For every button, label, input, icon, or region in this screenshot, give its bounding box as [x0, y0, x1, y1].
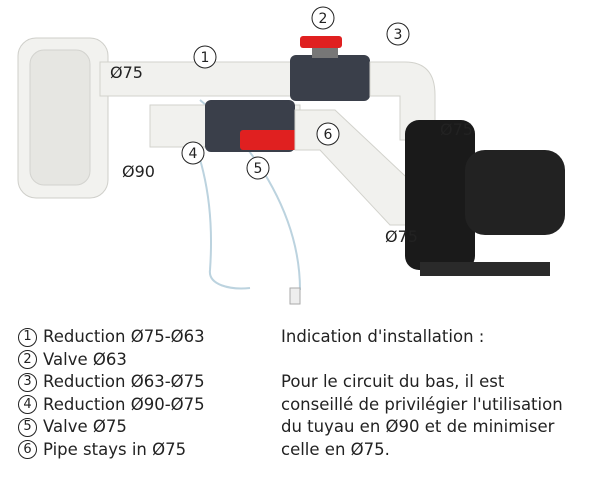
legend-text: Reduction Ø75-Ø63 [43, 327, 205, 346]
installation-note: Indication d'installation : Pour le circ… [281, 326, 563, 461]
diameter-label: Ø75 [110, 63, 143, 82]
svg-text:6: 6 [324, 127, 333, 143]
legend-text: Reduction Ø63-Ø75 [43, 372, 205, 391]
callout-1: 1 [193, 45, 217, 69]
callout-3: 3 [386, 22, 410, 46]
diameter-label: Ø75 [385, 227, 418, 246]
legend-number: 5 [18, 417, 37, 437]
legend-item: 3 Reduction Ø63-Ø75 [18, 371, 205, 394]
legend-number: 2 [18, 350, 37, 370]
product-illustration: 1 2 3 4 5 6 Ø75 Ø90 Ø75 Ø75 [17, 6, 565, 305]
pump-motor [465, 150, 565, 235]
legend-item: 5 Valve Ø75 [18, 416, 205, 439]
hose-fitting [289, 287, 301, 305]
legend-text: Valve Ø63 [43, 349, 127, 369]
svg-text:2: 2 [319, 11, 328, 27]
legend-text: Reduction Ø90-Ø75 [43, 394, 205, 414]
note-line: Pour le circuit du bas, il est [281, 372, 505, 391]
pump-housing [405, 120, 475, 270]
callout-5: 5 [246, 156, 270, 180]
svg-text:3: 3 [394, 27, 403, 43]
svg-text:1: 1 [201, 50, 210, 66]
diameter-label: Ø90 [122, 162, 155, 181]
pump-base [420, 262, 550, 276]
lower-valve-handle [240, 130, 300, 150]
skimmer-face [29, 49, 91, 186]
legend-item: 2 Valve Ø63 [18, 349, 205, 372]
note-title: Indication d'installation : [281, 327, 485, 346]
upper-valve-handle [300, 36, 342, 48]
note-line: celle en Ø75. [281, 439, 390, 459]
legend-item: 6 Pipe stays in Ø75 [18, 439, 205, 462]
legend-number: 4 [18, 395, 37, 415]
callout-2: 2 [311, 6, 335, 30]
callout-4: 4 [181, 141, 205, 165]
svg-text:5: 5 [254, 161, 263, 177]
note-line: du tuyau en Ø90 et de minimiser [281, 417, 555, 436]
svg-text:4: 4 [189, 146, 198, 162]
legend-item: 1 Reduction Ø75-Ø63 [18, 326, 205, 349]
callout-6: 6 [316, 122, 340, 146]
legend-text: Pipe stays in Ø75 [43, 439, 187, 459]
legend-number: 6 [18, 440, 37, 460]
legend-text: Valve Ø75 [43, 417, 127, 436]
legend-item: 4 Reduction Ø90-Ø75 [18, 394, 205, 417]
legend-number: 3 [18, 372, 37, 392]
note-line: conseillé de privilégier l'utilisation [281, 394, 563, 414]
upper-union [290, 55, 370, 101]
diameter-label: Ø75 [440, 120, 473, 139]
legend-number: 1 [18, 327, 37, 347]
